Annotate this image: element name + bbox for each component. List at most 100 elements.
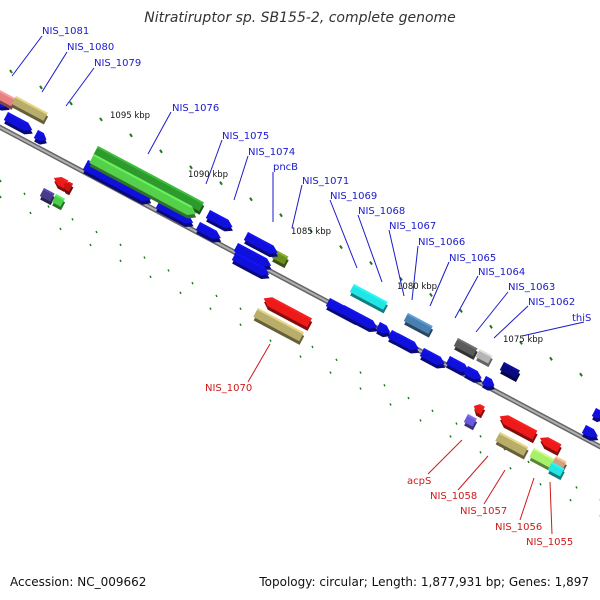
gene-rev-39[interactable] xyxy=(496,412,539,444)
gene-label-nis-1075[interactable]: NIS_1075 xyxy=(222,131,269,142)
tick-mark xyxy=(23,192,26,196)
gene-fwd-5[interactable] xyxy=(194,222,224,246)
gene-rev-37[interactable] xyxy=(470,402,486,419)
gene-fwd-7[interactable] xyxy=(230,252,273,282)
gene-fwd-19[interactable] xyxy=(580,425,600,444)
leader-this xyxy=(521,321,585,337)
topology-label: Topology: circular; Length: 1,877,931 bp… xyxy=(258,575,589,589)
leader-nis-1058 xyxy=(457,455,489,491)
gene-label-nis-1064[interactable]: NIS_1064 xyxy=(478,267,525,278)
tick-mark xyxy=(249,197,253,202)
tick-mark xyxy=(329,371,332,374)
tick-mark xyxy=(215,294,218,298)
leader-nis-1057 xyxy=(483,469,506,505)
gene-fwd-14[interactable] xyxy=(418,348,448,372)
gene-fwd-29[interactable] xyxy=(474,349,494,368)
tick-mark xyxy=(527,460,530,464)
gene-label-nis-1057[interactable]: NIS_1057 xyxy=(460,506,507,517)
tick-mark xyxy=(69,101,73,106)
gene-fwd-17[interactable] xyxy=(480,376,498,393)
leader-nis-1074 xyxy=(233,155,249,201)
gene-rev-35[interactable] xyxy=(260,294,314,331)
tick-mark xyxy=(159,149,163,154)
tick-mark xyxy=(479,451,482,454)
gene-label-nis-1065[interactable]: NIS_1065 xyxy=(449,253,496,264)
gene-label-nis-1074[interactable]: NIS_1074 xyxy=(248,147,295,158)
gene-fwd-13[interactable] xyxy=(392,333,422,357)
accession-label: Accession: NC_009662 xyxy=(10,575,146,589)
tick-mark xyxy=(359,371,362,374)
kbp-label-1085: 1085 kbp xyxy=(291,227,331,237)
gene-rev-36[interactable] xyxy=(252,308,306,345)
gene-fwd-21[interactable] xyxy=(10,96,49,125)
gene-label-nis-1069[interactable]: NIS_1069 xyxy=(330,191,377,202)
tick-mark xyxy=(569,498,572,502)
gene-fwd-25[interactable] xyxy=(242,232,281,260)
gene-labels-forward: NIS_1081 NIS_1080 NIS_1079 NIS_1076 NIS_… xyxy=(42,26,591,324)
gene-rev-44[interactable] xyxy=(546,462,566,481)
gene-label-nis-1067[interactable]: NIS_1067 xyxy=(389,221,436,232)
gene-label-nis-1063[interactable]: NIS_1063 xyxy=(508,282,555,293)
tick-mark xyxy=(459,308,463,313)
gene-label-nis-1071[interactable]: NIS_1071 xyxy=(302,176,349,187)
gene-label-this[interactable]: thiS xyxy=(572,313,591,324)
gene-label-nis-1055[interactable]: NIS_1055 xyxy=(526,537,573,548)
gene-label-nis-1080[interactable]: NIS_1080 xyxy=(67,42,114,53)
gene-fwd-26[interactable] xyxy=(348,284,389,314)
gene-label-nis-1062[interactable]: NIS_1062 xyxy=(528,297,575,308)
gene-label-nis-1081[interactable]: NIS_1081 xyxy=(42,26,89,37)
gene-labels-reverse: NIS_1070 acpS NIS_1058 NIS_1057 NIS_1056… xyxy=(205,383,573,548)
gene-label-nis-1068[interactable]: NIS_1068 xyxy=(358,206,405,217)
gene-label-pncb[interactable]: pncB xyxy=(273,162,298,173)
gene-rev-42[interactable] xyxy=(528,448,557,472)
gene-label-nis-1070[interactable]: NIS_1070 xyxy=(205,383,252,394)
tick-mark xyxy=(279,213,283,218)
gene-rev-32[interactable] xyxy=(60,180,74,196)
gene-fwd-24[interactable] xyxy=(204,210,236,235)
leader-nis-1076 xyxy=(147,111,172,155)
tick-mark xyxy=(95,230,98,234)
gene-fwd-18[interactable] xyxy=(590,408,600,424)
leader-nis-1080 xyxy=(41,51,68,93)
gene-label-nis-1058[interactable]: NIS_1058 xyxy=(430,491,477,502)
gene-fwd-2[interactable] xyxy=(32,130,50,147)
gene-fwd-11[interactable] xyxy=(374,322,394,340)
gene-fwd-28[interactable] xyxy=(452,338,479,360)
gene-fwd-1[interactable] xyxy=(2,112,36,138)
tick-mark xyxy=(119,259,122,263)
gene-label-nis-1056[interactable]: NIS_1056 xyxy=(495,522,542,533)
tick-mark xyxy=(239,307,242,310)
gene-fwd-16[interactable] xyxy=(462,366,485,386)
tick-mark xyxy=(99,117,103,122)
tick-mark xyxy=(0,179,2,183)
tick-mark xyxy=(455,422,458,425)
gene-label-nis-1066[interactable]: NIS_1066 xyxy=(418,237,465,248)
tick-mark xyxy=(509,467,512,470)
gene-rev-33[interactable] xyxy=(38,188,56,206)
gene-label-acps[interactable]: acpS xyxy=(407,476,431,487)
gene-fwd-10[interactable] xyxy=(338,305,381,335)
gene-rev-40[interactable] xyxy=(494,432,530,460)
gene-fwd-27[interactable] xyxy=(402,313,434,338)
tick-mark xyxy=(369,260,373,266)
tick-mark xyxy=(129,133,133,138)
leader-nis-1075 xyxy=(205,139,223,185)
kbp-scale: 1095 kbp 1090 kbp 1085 kbp 1080 kbp 1075… xyxy=(110,111,543,345)
gene-fwd-30[interactable] xyxy=(498,362,521,382)
gene-rev-41[interactable] xyxy=(536,434,563,456)
gene-fwd-23[interactable] xyxy=(88,154,200,222)
tick-mark xyxy=(149,275,152,279)
gene-rev-38[interactable] xyxy=(462,414,478,431)
gene-fwd-15[interactable] xyxy=(444,356,473,379)
tick-mark xyxy=(269,339,272,342)
label-leaders-forward xyxy=(11,35,585,339)
tick-mark xyxy=(191,281,194,285)
gene-label-nis-1076[interactable]: NIS_1076 xyxy=(172,103,219,114)
tick-mark xyxy=(29,211,32,215)
leader-nis-1079 xyxy=(65,67,95,107)
gene-fwd-6[interactable] xyxy=(232,243,275,273)
leader-nis-1062 xyxy=(493,305,529,339)
gene-label-nis-1079[interactable]: NIS_1079 xyxy=(94,58,141,69)
gene-fwd-20[interactable] xyxy=(0,88,17,110)
gene-rev-34[interactable] xyxy=(50,194,66,211)
